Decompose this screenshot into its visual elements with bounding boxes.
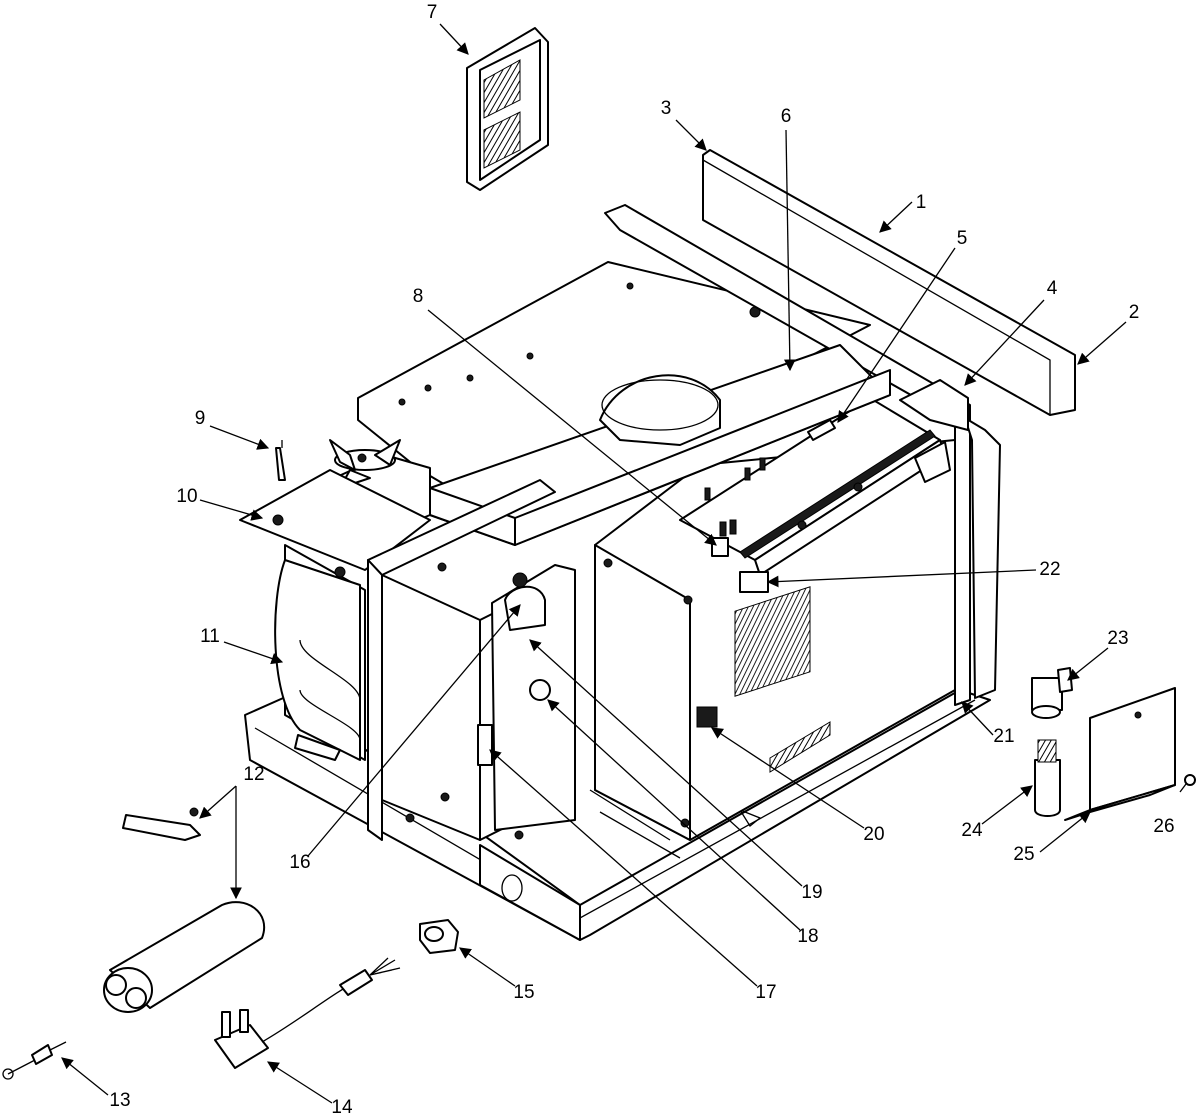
- callout-23: 23: [1107, 628, 1128, 649]
- callout-22: 22: [1039, 559, 1060, 580]
- callout-21: 21: [993, 726, 1014, 747]
- callout-1: 1: [916, 192, 927, 213]
- top-cover-plate: [357, 261, 871, 521]
- callout-8: 8: [413, 286, 424, 307]
- callout-19: 19: [801, 882, 822, 903]
- callout-17: 17: [755, 982, 776, 1003]
- power-cord: [214, 957, 401, 1069]
- callout-25: 25: [1013, 844, 1034, 865]
- callout-13: 13: [109, 1090, 130, 1111]
- ferrite-bushing: [419, 919, 459, 954]
- callout-15: 15: [513, 982, 534, 1003]
- callout-18: 18: [797, 926, 818, 947]
- callout-4: 4: [1047, 278, 1058, 299]
- callouts: 1 2 3 4 5 6 7 8 9 10 11 12 13 14 15 16 1…: [109, 2, 1174, 1115]
- control-pcb: [679, 397, 951, 593]
- top-trim-molding: [702, 149, 1076, 416]
- callout-11: 11: [200, 626, 220, 647]
- leader-lines: [61, 23, 1127, 1104]
- callout-6: 6: [781, 106, 792, 127]
- callout-20: 20: [863, 824, 884, 845]
- callout-2: 2: [1129, 302, 1140, 323]
- callout-24: 24: [961, 820, 983, 841]
- thermal-fuse: [275, 440, 286, 481]
- lamp-cover-panel: [1064, 687, 1176, 821]
- oven-cavity: [594, 439, 956, 841]
- callout-12: 12: [243, 764, 264, 785]
- mounting-screw: [1179, 774, 1196, 793]
- callout-5: 5: [957, 228, 968, 249]
- lamp-socket: [1031, 667, 1073, 719]
- transformer: [239, 469, 431, 761]
- callout-10: 10: [176, 486, 197, 507]
- callout-26: 26: [1153, 816, 1174, 837]
- capacitor-bracket: [122, 807, 201, 841]
- hv-diode: [2, 1041, 67, 1080]
- callout-9: 9: [195, 408, 206, 429]
- cooling-fan-bracket: [466, 27, 549, 191]
- oven-lamp-bulb: [1034, 739, 1061, 817]
- callout-14: 14: [331, 1097, 353, 1115]
- callout-16: 16: [289, 852, 310, 873]
- hv-capacitor: [103, 901, 265, 1013]
- callout-3: 3: [661, 98, 672, 119]
- callout-7: 7: [427, 2, 438, 23]
